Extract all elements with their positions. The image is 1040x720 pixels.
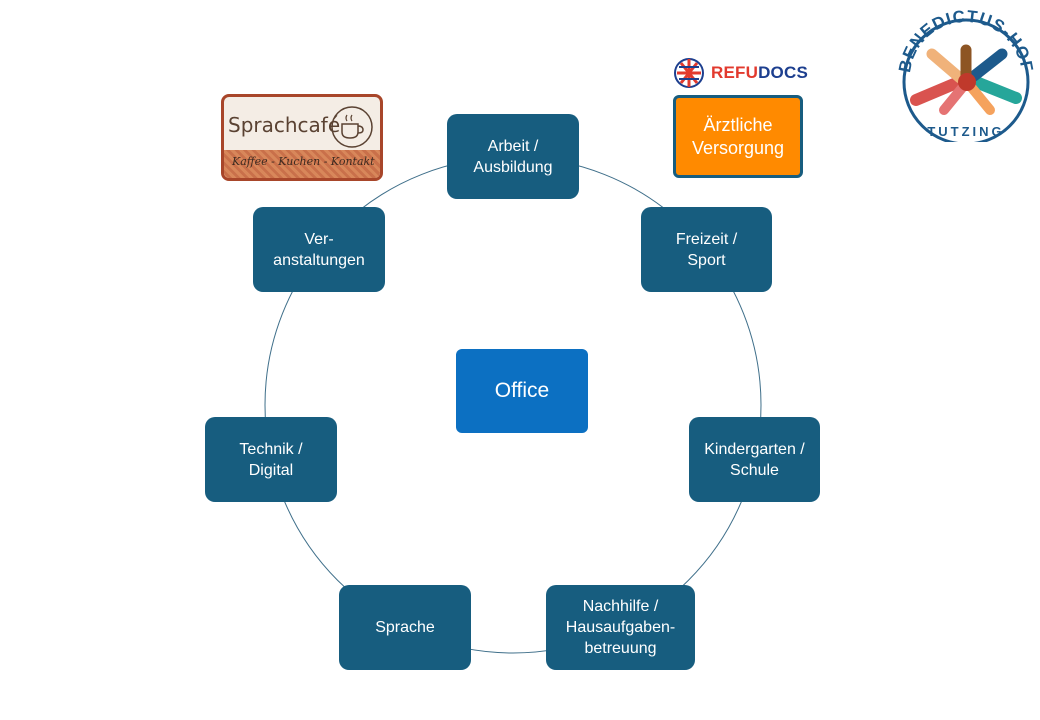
refudocs-wordmark: REFUDOCS	[711, 63, 808, 82]
benedictus-bottom-text: TUTZING	[927, 124, 1004, 139]
node-kindergarten[interactable]: Kindergarten / Schule	[689, 417, 820, 502]
hands-icon	[910, 44, 1022, 115]
refudocs-logo: REFUDOCS	[673, 57, 808, 89]
node-arbeit[interactable]: Arbeit / Ausbildung	[447, 114, 579, 199]
node-sprache[interactable]: Sprache	[339, 585, 471, 670]
sprachcafe-subtitle: Kaffee - Kuchen - Kontakt	[232, 155, 375, 168]
sprachcafe-logo: Sprachcafé Kaffee - Kuchen - Kontakt	[221, 94, 383, 181]
coffee-cup-icon	[331, 106, 373, 148]
globe-icon	[674, 58, 704, 88]
sprachcafe-band: Kaffee - Kuchen - Kontakt	[224, 150, 380, 178]
node-freizeit[interactable]: Freizeit / Sport	[641, 207, 772, 292]
benedictus-hof-logo: BENEDICTUS-HOF TUTZING	[896, 10, 1036, 142]
node-aerztliche-versorgung[interactable]: Ärztliche Versorgung	[673, 95, 803, 178]
node-technik[interactable]: Technik / Digital	[205, 417, 337, 502]
center-office[interactable]: Office	[456, 349, 588, 433]
node-nachhilfe[interactable]: Nachhilfe / Hausaufgaben- betreuung	[546, 585, 695, 670]
sprachcafe-title: Sprachcafé	[228, 113, 341, 137]
node-veranstaltungen[interactable]: Ver- anstaltungen	[253, 207, 385, 292]
